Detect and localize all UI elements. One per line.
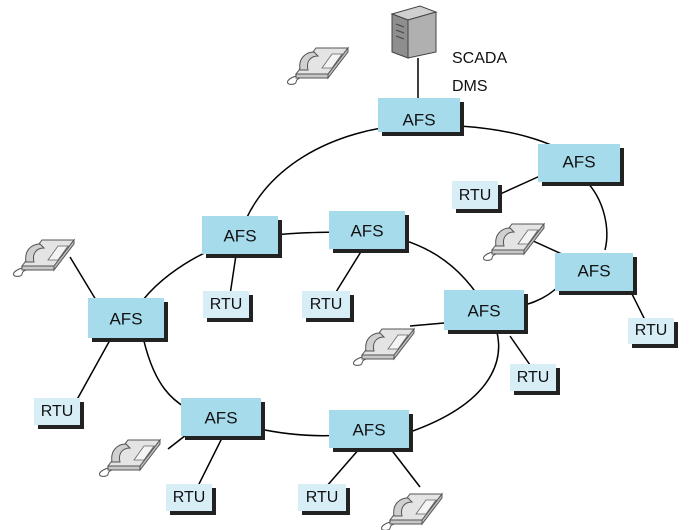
svg-text:RTU: RTU [41, 403, 74, 420]
svg-text:AFS: AFS [577, 261, 610, 280]
svg-text:RTU: RTU [210, 296, 243, 313]
rtu-node-bottom-right: RTU [298, 484, 350, 515]
afs-node-upper-right: AFS [538, 144, 624, 186]
afs-node-top: AFS [378, 98, 464, 136]
svg-text:AFS: AFS [467, 301, 500, 320]
server-icon [390, 5, 438, 59]
svg-text:AFS: AFS [204, 408, 237, 427]
svg-text:AFS: AFS [402, 110, 435, 129]
afs-node-left: AFS [88, 298, 168, 342]
afs-node-bottom-left: AFS [181, 398, 265, 440]
svg-text:RTU: RTU [306, 489, 339, 506]
svg-text:RTU: RTU [173, 489, 206, 506]
svg-text:RTU: RTU [635, 322, 668, 339]
svg-text:RTU: RTU [459, 187, 492, 204]
outer-ring-arc-right-down [584, 179, 608, 251]
rtu-node-right: RTU [628, 318, 678, 348]
afs-node-inner-left: AFS [202, 216, 282, 258]
svg-text:AFS: AFS [350, 221, 383, 240]
afs-node-right: AFS [555, 253, 637, 295]
rtu-node-upper-right: RTU [452, 181, 502, 213]
server-label-dms: DMS [452, 78, 488, 95]
rtu-node-inner-right: RTU [510, 364, 560, 395]
rtu-node-left: RTU [34, 398, 84, 429]
telephone-icon [353, 328, 415, 366]
svg-text:RTU: RTU [517, 369, 550, 386]
svg-text:AFS: AFS [223, 226, 256, 245]
afs-node-inner-right: AFS [444, 290, 528, 334]
svg-text:AFS: AFS [562, 152, 595, 171]
telephone-icon [287, 47, 349, 85]
rtu-node-inner-left: RTU [203, 291, 253, 322]
svg-text:RTU: RTU [310, 296, 343, 313]
telephone-icon [99, 439, 161, 477]
rtu-node-bottom-left: RTU [166, 484, 216, 515]
rtu-node-inner-top: RTU [302, 291, 354, 322]
telephone-icon [13, 239, 75, 277]
svg-text:AFS: AFS [352, 420, 385, 439]
afs-node-inner-top: AFS [329, 211, 409, 253]
server-label-scada: SCADA [452, 50, 507, 67]
afs-node-bottom-right: AFS [329, 410, 413, 452]
telephone-icon [381, 493, 443, 530]
svg-text:AFS: AFS [109, 309, 142, 328]
